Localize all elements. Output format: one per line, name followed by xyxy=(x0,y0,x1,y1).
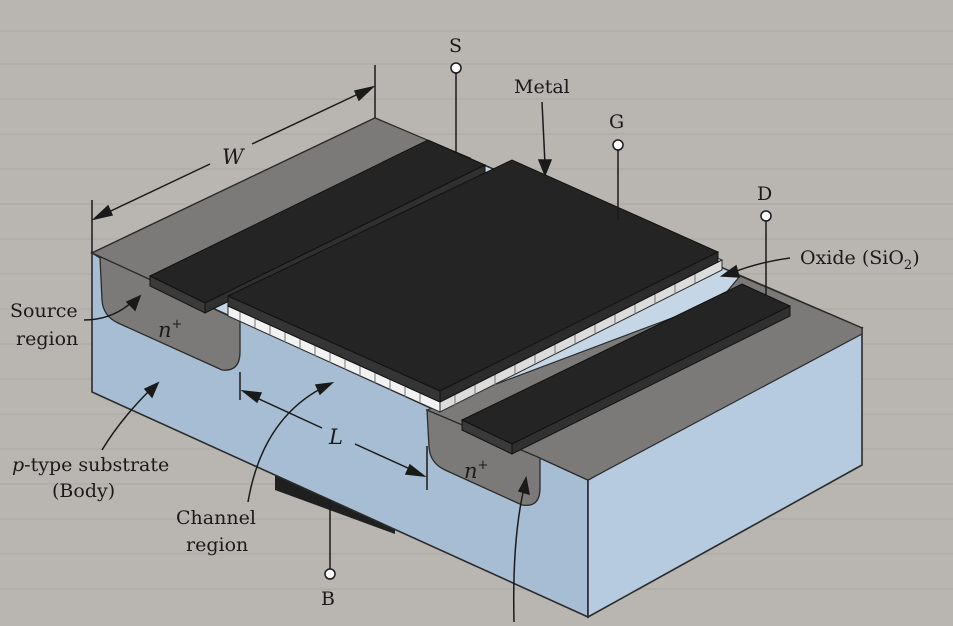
width-dimension-label: W xyxy=(222,145,246,169)
channel-label-line2: region xyxy=(186,534,248,556)
gate-metal xyxy=(226,159,720,403)
drain-metal xyxy=(460,283,792,455)
length-dimension-label: L xyxy=(328,425,343,449)
metal-label: Metal xyxy=(514,76,570,98)
drain-region-pointer-arrow xyxy=(512,475,530,623)
body-terminal-node xyxy=(324,568,336,580)
channel-pointer-arrow xyxy=(247,381,335,503)
body-terminal-label: B xyxy=(321,588,335,610)
oxide-label: Oxide (SiO2) xyxy=(800,247,920,273)
substrate-label-line1: p-type substrate xyxy=(12,454,169,476)
gate-terminal-node xyxy=(612,139,624,151)
gate-terminal-label: G xyxy=(609,111,624,133)
substrate-label-line2: (Body) xyxy=(52,480,115,502)
source-terminal-node xyxy=(450,62,462,74)
metal-pointer-arrow xyxy=(537,101,553,178)
width-dimension xyxy=(91,65,376,253)
drain-nplus-label: n+ xyxy=(464,458,488,483)
body-contact xyxy=(275,475,395,534)
source-region-label-line2: region xyxy=(16,328,78,350)
channel-label-line1: Channel xyxy=(176,507,256,529)
source-terminal-label: S xyxy=(449,35,462,57)
oxide-pointer-arrow xyxy=(719,257,791,278)
substrate-pointer-arrow xyxy=(101,381,160,451)
length-dimension xyxy=(239,372,428,490)
terminal-leads xyxy=(324,62,772,580)
drain-terminal-node xyxy=(760,210,772,222)
source-region-label-line1: Source xyxy=(10,300,78,322)
source-region-pointer-arrow xyxy=(83,294,142,321)
drain-terminal-label: D xyxy=(757,183,772,205)
source-nplus-label: n+ xyxy=(158,317,182,342)
